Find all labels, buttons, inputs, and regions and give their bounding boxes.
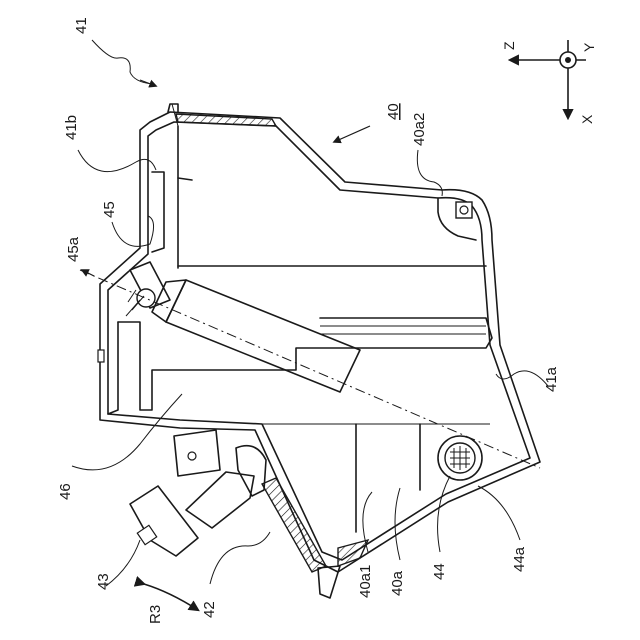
label-41a: 41a	[543, 366, 560, 392]
handle-43	[130, 486, 198, 556]
left-pin	[178, 178, 192, 180]
label-41: 41	[73, 17, 90, 34]
leader-46	[72, 394, 182, 470]
label-43: 43	[95, 573, 112, 590]
housing-outer-wall	[100, 112, 540, 572]
coordinate-axes: Z Y X	[501, 40, 597, 124]
axis-label-z: Z	[501, 41, 517, 50]
left-pillar	[152, 172, 164, 252]
mount-screw	[188, 452, 196, 460]
lower-step	[108, 322, 118, 414]
corner-fastener-hole	[460, 206, 468, 214]
small-tab	[98, 350, 104, 362]
leader-42	[210, 532, 270, 584]
leader-40-arrow	[334, 126, 370, 142]
label-41b: 41b	[63, 115, 80, 140]
lower-mechanism	[130, 430, 368, 598]
leader-lines	[72, 40, 548, 586]
label-40: 40	[385, 103, 402, 120]
label-45: 45	[101, 201, 118, 218]
leader-41-arrow	[140, 80, 156, 86]
axis-label-y: Y	[581, 42, 597, 52]
rotor-hub	[137, 289, 155, 307]
reference-labels: 41 41b 40 40a2 45 45a 41a 46 43 42 R3 40…	[57, 17, 560, 624]
axis-arrow-45a	[82, 270, 94, 276]
label-44a: 44a	[511, 546, 528, 572]
label-42: 42	[201, 601, 218, 618]
stepped-partition	[118, 318, 492, 410]
label-40a2: 40a2	[411, 113, 428, 146]
label-45a: 45a	[65, 236, 82, 262]
label-40a1: 40a1	[357, 565, 374, 598]
circular-component	[438, 436, 482, 480]
label-46: 46	[57, 483, 74, 500]
y-axis-dot	[565, 57, 571, 63]
label-40a: 40a	[389, 570, 406, 596]
leader-44	[438, 476, 450, 552]
leader-44a	[478, 486, 520, 540]
leader-41b	[78, 150, 156, 172]
mount-block	[174, 430, 220, 476]
axis-label-x: X	[579, 114, 595, 124]
rotor-body	[166, 280, 360, 392]
label-r3: R3	[147, 605, 164, 624]
leader-41	[92, 40, 152, 84]
rotor-assembly	[126, 262, 360, 392]
label-44: 44	[431, 563, 448, 580]
housing	[100, 104, 540, 572]
